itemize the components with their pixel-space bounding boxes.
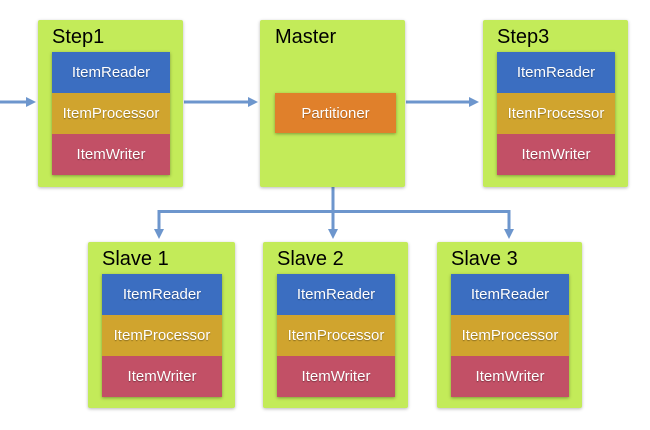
node-step3: Step3 ItemReader ItemProcessor ItemWrite… (483, 20, 628, 187)
component-itemreader: ItemReader (451, 274, 569, 315)
node-title: Master (275, 26, 337, 48)
component-stack: ItemReader ItemProcessor ItemWriter (497, 52, 615, 175)
node-step1: Step1 ItemReader ItemProcessor ItemWrite… (38, 20, 183, 187)
node-title: Step1 (52, 26, 105, 48)
node-slave1: Slave 1 ItemReader ItemProcessor ItemWri… (88, 242, 235, 408)
component-stack: ItemReader ItemProcessor ItemWriter (102, 274, 222, 397)
component-itemprocessor: ItemProcessor (277, 315, 395, 356)
component-partitioner: Partitioner (275, 93, 396, 133)
component-stack: ItemReader ItemProcessor ItemWriter (451, 274, 569, 397)
component-itemprocessor: ItemProcessor (497, 93, 615, 134)
node-slave3: Slave 3 ItemReader ItemProcessor ItemWri… (437, 242, 582, 408)
component-itemreader: ItemReader (497, 52, 615, 93)
component-stack: ItemReader ItemProcessor ItemWriter (277, 274, 395, 397)
component-itemprocessor: ItemProcessor (52, 93, 170, 134)
component-itemwriter: ItemWriter (277, 356, 395, 397)
node-master: Master Partitioner (260, 20, 405, 187)
node-slave2: Slave 2 ItemReader ItemProcessor ItemWri… (263, 242, 408, 408)
component-itemwriter: ItemWriter (451, 356, 569, 397)
node-title: Slave 1 (102, 248, 169, 270)
component-itemwriter: ItemWriter (52, 134, 170, 175)
component-itemreader: ItemReader (277, 274, 395, 315)
component-itemprocessor: ItemProcessor (451, 315, 569, 356)
component-itemprocessor: ItemProcessor (102, 315, 222, 356)
component-itemreader: ItemReader (52, 52, 170, 93)
component-stack: ItemReader ItemProcessor ItemWriter (52, 52, 170, 175)
component-itemwriter: ItemWriter (497, 134, 615, 175)
component-itemreader: ItemReader (102, 274, 222, 315)
component-itemwriter: ItemWriter (102, 356, 222, 397)
node-title: Step3 (497, 26, 550, 48)
node-title: Slave 2 (277, 248, 344, 270)
node-title: Slave 3 (451, 248, 518, 270)
